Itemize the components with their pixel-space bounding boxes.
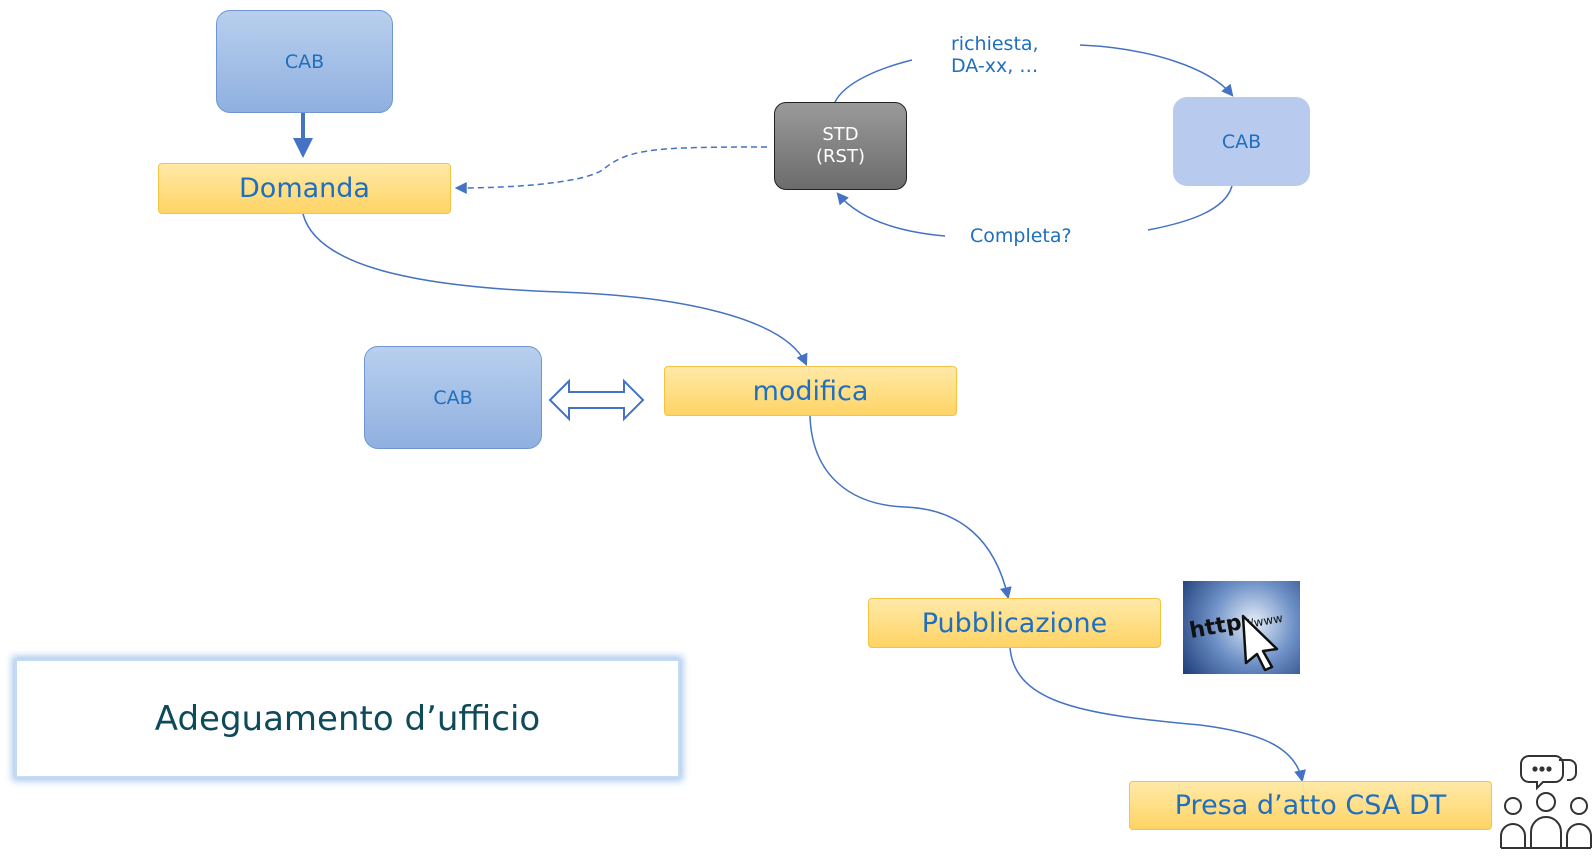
domanda-label: Domanda xyxy=(239,173,370,204)
double-arrow xyxy=(548,378,645,422)
cab-to-completa-curve xyxy=(1147,185,1233,231)
presa-label: Presa d’atto CSA DT xyxy=(1174,790,1447,821)
std-label: STD xyxy=(822,124,859,145)
http-web-image: http://www xyxy=(1183,581,1300,674)
cursor-arrow-icon xyxy=(1241,614,1279,672)
cab-node-top: CAB xyxy=(216,10,393,113)
richiesta-label: richiesta, DA-xx, … xyxy=(951,33,1039,77)
richiesta-to-cab-arrow xyxy=(1079,44,1234,97)
cab-node-top-label: CAB xyxy=(284,50,325,73)
pubblicazione-label: Pubblicazione xyxy=(921,607,1108,639)
domanda-step: Domanda xyxy=(158,163,451,214)
presa-step: Presa d’atto CSA DT xyxy=(1129,781,1492,830)
cab-node-middle-label: CAB xyxy=(433,386,473,409)
rst-label: (RST) xyxy=(816,146,865,167)
modifica-to-pubblicazione-arrow xyxy=(809,415,1012,600)
domanda-to-modifica-arrow xyxy=(302,213,808,367)
cab-node-middle: CAB xyxy=(364,346,542,449)
modifica-label: modifica xyxy=(752,375,869,407)
title-box: Adeguamento d’ufficio xyxy=(15,659,680,778)
std-to-domanda-dashed xyxy=(454,146,768,194)
completa-to-std-arrow xyxy=(836,192,946,237)
pubblicazione-step: Pubblicazione xyxy=(868,598,1161,648)
std-rst-node: STD (RST) xyxy=(774,102,907,190)
cab-node-right: CAB xyxy=(1173,97,1310,186)
modifica-step: modifica xyxy=(664,366,957,416)
cab-node-right-label: CAB xyxy=(1221,130,1262,153)
std-to-richiesta-curve xyxy=(834,59,913,103)
title-text: Adeguamento d’ufficio xyxy=(154,698,541,739)
people-chatting-icon xyxy=(1500,755,1592,849)
completa-label: Completa? xyxy=(970,225,1072,247)
pubblicazione-to-presa-arrow xyxy=(1009,647,1306,783)
